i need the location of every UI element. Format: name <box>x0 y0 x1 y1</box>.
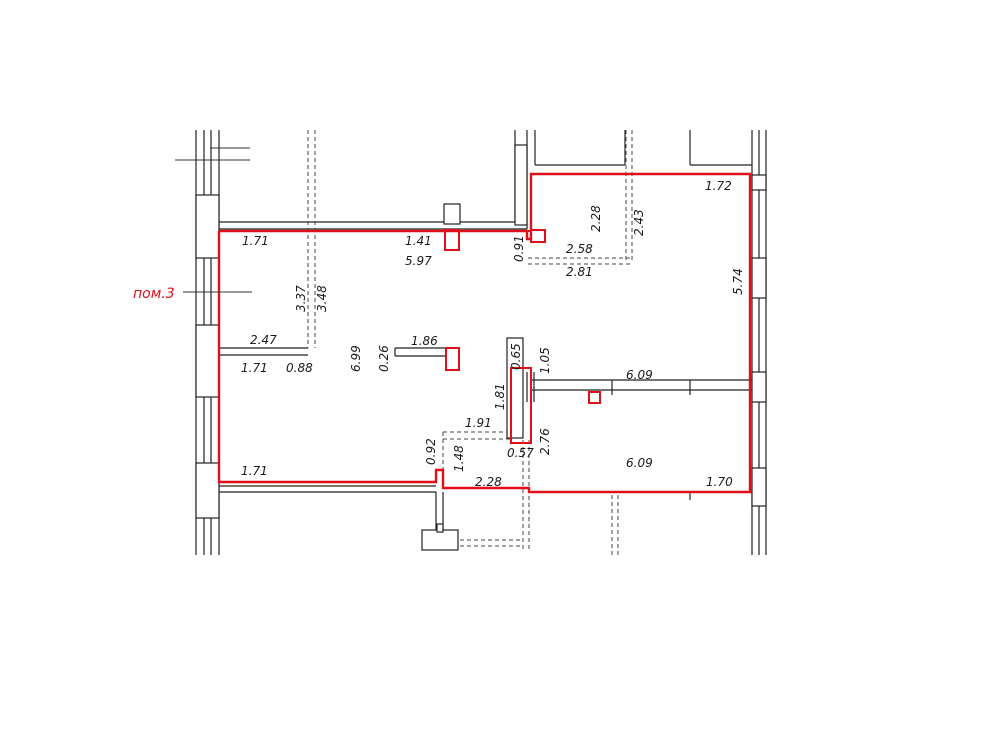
column-center-marker <box>445 347 460 371</box>
dim-label: 0.26 <box>377 345 391 372</box>
dim-label: 6.09 <box>626 456 653 470</box>
pier-2 <box>195 324 220 398</box>
dim-label: 2.76 <box>538 428 552 455</box>
dim-label: 1.71 <box>241 464 268 478</box>
dim-label: 2.28 <box>589 205 603 232</box>
dim-label: 1.71 <box>241 361 268 375</box>
dashed-lines <box>307 130 633 555</box>
dim-label: 1.81 <box>493 383 507 410</box>
dim-label: 5.74 <box>731 268 745 295</box>
dim-label: 2.28 <box>475 475 502 489</box>
dim-label: 2.58 <box>566 242 593 256</box>
dim-label: 6.99 <box>349 345 363 372</box>
column-top-marker <box>444 229 460 251</box>
central-pier-marker <box>510 367 532 444</box>
dim-label: 2.81 <box>566 265 593 279</box>
dim-label: 2.47 <box>250 333 277 347</box>
pier-1 <box>195 194 220 259</box>
dim-label: 5.97 <box>405 254 432 268</box>
dim-label: 0.92 <box>424 438 438 465</box>
dim-label: 0.65 <box>509 343 523 370</box>
column-top-right-marker <box>530 229 546 243</box>
left-exterior-wall <box>175 130 250 555</box>
pier-3 <box>195 462 220 519</box>
column-top <box>443 203 461 225</box>
dim-label: 0.88 <box>286 361 313 375</box>
dim-label: 1.71 <box>242 234 269 248</box>
column-bottom <box>421 529 459 551</box>
dim-label: 1.05 <box>538 347 552 374</box>
dim-label: 0.57 <box>507 446 534 460</box>
dim-label: 6.09 <box>626 368 653 382</box>
dim-label: 1.70 <box>706 475 733 489</box>
column-small-marker <box>588 391 601 404</box>
room-boundary <box>217 172 752 494</box>
dim-label: 1.72 <box>705 179 732 193</box>
dim-label: 2.43 <box>632 209 646 236</box>
right-exterior-wall <box>751 130 767 555</box>
room-tag-label: пом.3 <box>133 286 175 302</box>
top-walls <box>219 130 752 230</box>
dim-label: 1.41 <box>405 234 432 248</box>
room-tag: пом.3 <box>133 286 252 302</box>
dim-label: 3.48 <box>315 285 329 312</box>
dimension-labels: 1.71 1.41 5.97 0.91 2.28 2.43 2.58 2.81 … <box>241 179 745 489</box>
dim-label: 0.91 <box>512 235 526 262</box>
bottom-walls <box>421 491 752 551</box>
dim-label: 3.37 <box>294 285 308 312</box>
dim-label: 1.91 <box>465 416 492 430</box>
dim-label: 1.86 <box>411 334 438 348</box>
dim-label: 1.48 <box>452 445 466 472</box>
